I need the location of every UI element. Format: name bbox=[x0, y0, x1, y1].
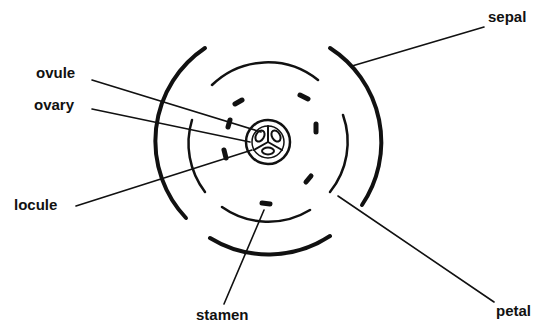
ovary-wall bbox=[246, 120, 290, 164]
stamens bbox=[224, 95, 316, 204]
sepal-arc bbox=[330, 48, 381, 205]
part-label: petal bbox=[496, 302, 531, 320]
sepal-arc bbox=[155, 48, 205, 218]
petal-arc bbox=[222, 207, 310, 222]
leader-lines bbox=[76, 27, 494, 304]
petal-arc bbox=[212, 62, 318, 85]
part-label: sepal bbox=[488, 8, 526, 26]
part-label: ovary bbox=[34, 96, 74, 114]
part-label: stamen bbox=[196, 306, 249, 324]
sepal-arc bbox=[210, 236, 330, 254]
part-label: locule bbox=[14, 196, 57, 214]
part-label: ovule bbox=[36, 64, 75, 82]
petal-arc bbox=[330, 115, 348, 192]
